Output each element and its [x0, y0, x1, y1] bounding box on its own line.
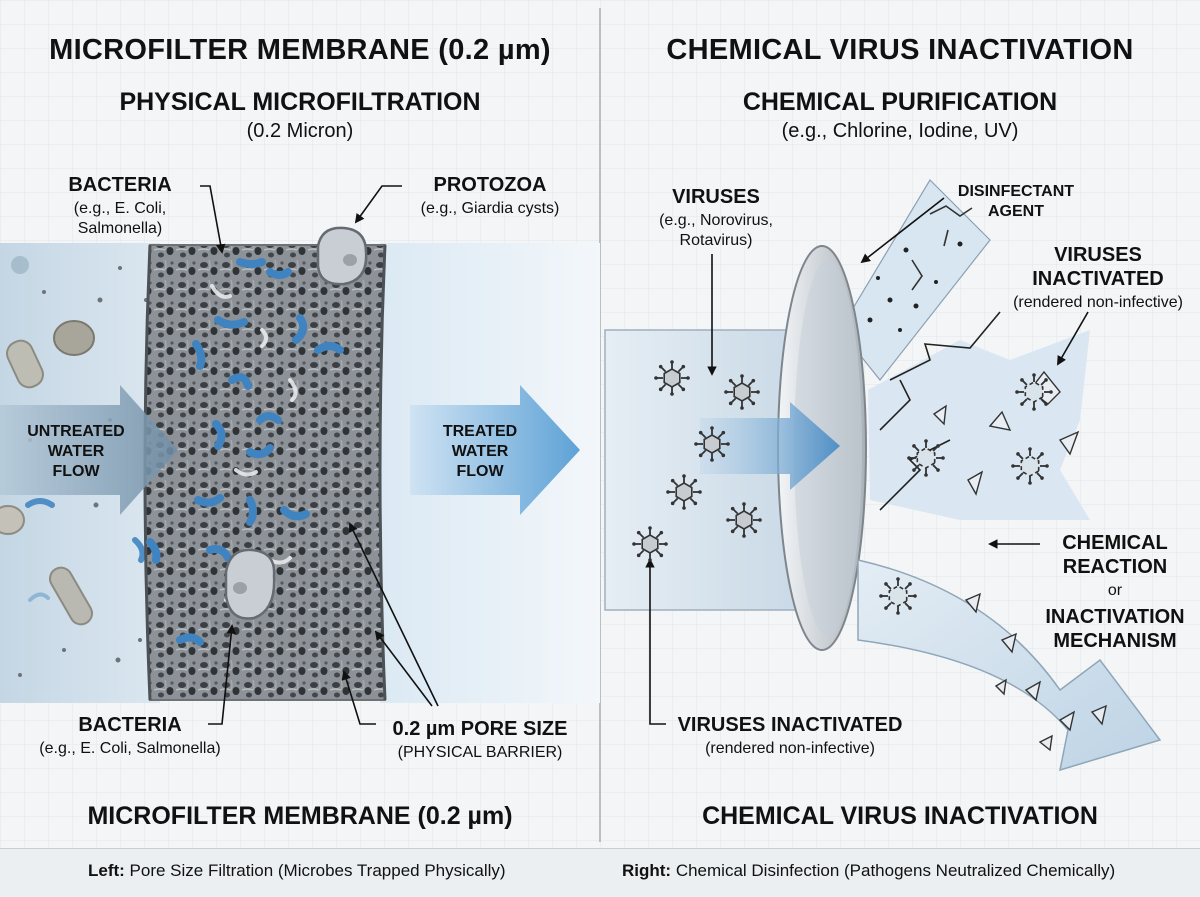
- right-leader-lines: [645, 197, 1089, 725]
- footer-left: Left: Pore Size Filtration (Microbes Tra…: [88, 861, 506, 881]
- flow-into-disk-arrow: [700, 402, 840, 490]
- left-top-title: MICROFILTER MEMBRANE (0.2 µm): [49, 34, 551, 66]
- left-subtitle: PHYSICAL MICROFILTRATION: [119, 88, 481, 116]
- bacteria-bottom-label: BACTERIA: [78, 714, 182, 736]
- footer-right-bold: Right:: [622, 861, 672, 880]
- untreated-line-3: FLOW: [52, 463, 100, 480]
- disinfectant-agent-label: DISINFECTANT AGENT: [936, 182, 1096, 222]
- footer-right-text: Chemical Disinfection (Pathogens Neutral…: [671, 861, 1116, 880]
- reaction-line-2: REACTION: [1062, 556, 1168, 578]
- reaction-line-4: MECHANISM: [1053, 630, 1177, 652]
- footer-bar: [0, 848, 1200, 897]
- outlet-flow-arrow: [857, 559, 1162, 772]
- untreated-flow-arrow: [0, 385, 178, 515]
- treated-flow-arrow: [410, 385, 580, 515]
- reaction-line-1: CHEMICAL: [1062, 532, 1168, 554]
- virus-particle-2: [724, 374, 760, 410]
- right-subtitle-note: (e.g., Chlorine, Iodine, UV): [781, 120, 1019, 142]
- microfilter-membrane: [143, 244, 387, 701]
- untreated-flow-label: UNTREATED WATER FLOW: [6, 422, 146, 482]
- pore-size-label: 0.2 µm PORE SIZE: [392, 718, 568, 740]
- agent-line-1: DISINFECTANT: [957, 183, 1075, 200]
- left-bottom-title: MICROFILTER MEMBRANE (0.2 µm): [87, 802, 513, 830]
- right-top-title: CHEMICAL VIRUS INACTIVATION: [666, 34, 1134, 66]
- viruses-label: VIRUSES: [672, 186, 760, 208]
- right-subtitle: CHEMICAL PURIFICATION: [742, 88, 1058, 116]
- footer-right: Right: Chemical Disinfection (Pathogens …: [622, 861, 1115, 881]
- bacteria-top-note1: (e.g., E. Coli,: [73, 200, 167, 217]
- inactivated-top-label-1: VIRUSES: [1054, 244, 1142, 266]
- reaction-or: or: [1107, 582, 1123, 599]
- inactivated-fragments: [964, 592, 1107, 752]
- protozoa-cyst-top: [316, 226, 368, 286]
- inactivated-top-label-2: INACTIVATED: [1032, 268, 1164, 290]
- untreated-line-2: WATER: [47, 443, 105, 460]
- protozoa-cyst-bottom: [224, 548, 276, 620]
- inactivated-virus-1: [1015, 373, 1053, 411]
- treated-line-3: FLOW: [456, 463, 504, 480]
- inactivated-virus-3: [1011, 447, 1049, 485]
- viruses-note2: Rotavirus): [679, 232, 753, 249]
- untreated-line-1: UNTREATED: [27, 423, 125, 440]
- inactivated-virus-4: [879, 577, 917, 615]
- bacteria-top-note2: Salmonella): [77, 220, 163, 237]
- inactivated-virus-2: [907, 439, 945, 477]
- reaction-line-3: INACTIVATION: [1045, 606, 1185, 628]
- virus-particle-5: [726, 502, 762, 538]
- inactivated-bottom-label: VIRUSES INACTIVATED: [677, 714, 903, 736]
- trapped-bacteria: [146, 258, 344, 646]
- left-leader-lines: [200, 185, 439, 725]
- left-subtitle-note: (0.2 Micron): [246, 120, 354, 142]
- bacteria-top-label: BACTERIA: [68, 174, 172, 196]
- inactivated-bottom-note: (rendered non-infective): [705, 740, 875, 757]
- treated-line-1: TREATED: [442, 423, 518, 440]
- virus-particle-3: [694, 426, 730, 462]
- virus-particle-1: [654, 360, 690, 396]
- protozoa-note: (e.g., Giardia cysts): [420, 200, 560, 217]
- disinfectant-stream: [839, 179, 991, 381]
- footer-left-text: Pore Size Filtration (Microbes Trapped P…: [124, 861, 506, 880]
- virus-particle-6: [632, 526, 668, 562]
- treated-line-2: WATER: [451, 443, 509, 460]
- virus-particle-4: [666, 474, 702, 510]
- pore-size-note: (PHYSICAL BARRIER): [397, 744, 563, 761]
- bacteria-bottom-note: (e.g., E. Coli, Salmonella): [39, 740, 221, 757]
- right-bottom-title: CHEMICAL VIRUS INACTIVATION: [702, 802, 1098, 830]
- footer-left-bold: Left:: [88, 861, 125, 880]
- protozoa-label: PROTOZOA: [433, 174, 547, 196]
- treated-flow-label: TREATED WATER FLOW: [420, 422, 540, 482]
- agent-line-2: AGENT: [988, 203, 1044, 220]
- viruses-note1: (e.g., Norovirus,: [659, 212, 773, 229]
- inactivated-top-note: (rendered non-infective): [1013, 294, 1183, 311]
